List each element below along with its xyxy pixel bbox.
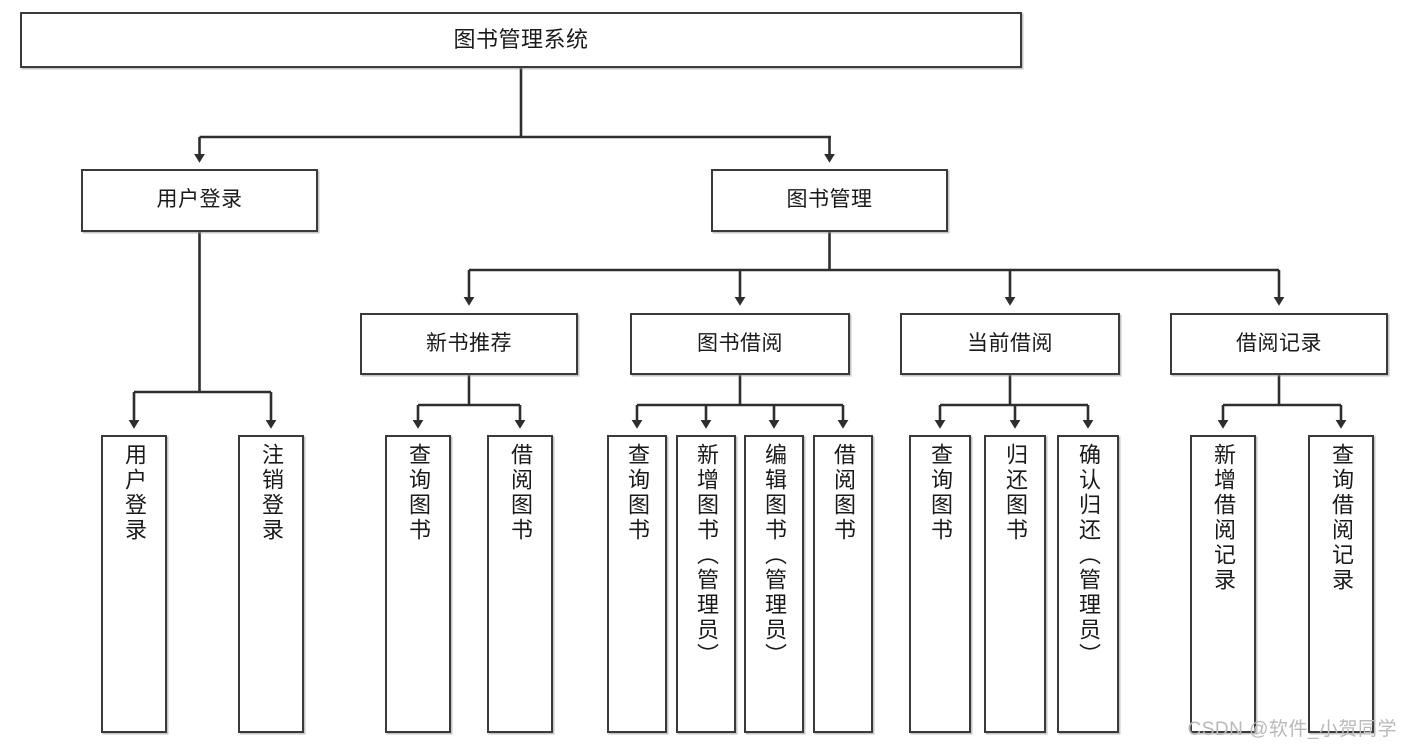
node-leaf-borrow-book-label: 借阅图书 xyxy=(831,443,856,543)
node-leaf-return-book[interactable]: 归还图书 xyxy=(984,435,1046,733)
node-leaf-return-book-label: 归还图书 xyxy=(1003,443,1028,543)
node-leaf-borrow-book-new[interactable]: 借阅图书 xyxy=(487,435,553,733)
node-leaf-user-login[interactable]: 用户登录 xyxy=(101,435,167,733)
node-root[interactable]: 图书管理系统 xyxy=(20,12,1022,68)
node-borrow-record-label: 借阅记录 xyxy=(1236,331,1322,355)
node-leaf-add-book-admin[interactable]: 新增图书（管理员） xyxy=(676,435,736,733)
node-leaf-confirm-return-admin-label: 确认归还（管理员） xyxy=(1076,443,1101,668)
node-leaf-add-borrow-record-label: 新增借阅记录 xyxy=(1211,443,1236,593)
node-leaf-confirm-return-admin[interactable]: 确认归还（管理员） xyxy=(1057,435,1119,733)
node-leaf-user-login-label: 用户登录 xyxy=(122,443,147,543)
node-leaf-query-borrow-record[interactable]: 查询借阅记录 xyxy=(1308,435,1374,733)
node-user-login[interactable]: 用户登录 xyxy=(81,169,318,232)
node-current-borrow[interactable]: 当前借阅 xyxy=(900,313,1120,375)
node-leaf-add-book-admin-label: 新增图书（管理员） xyxy=(694,443,719,668)
node-leaf-query-book-new[interactable]: 查询图书 xyxy=(385,435,451,733)
node-leaf-query-book-borrow-label: 查询图书 xyxy=(625,443,650,543)
node-leaf-borrow-book-new-label: 借阅图书 xyxy=(508,443,533,543)
node-leaf-query-book-current-label: 查询图书 xyxy=(928,443,953,543)
node-borrow-record[interactable]: 借阅记录 xyxy=(1170,313,1388,375)
node-book-management-label: 图书管理 xyxy=(786,188,873,212)
node-root-label: 图书管理系统 xyxy=(453,27,589,53)
node-new-book-recommend-label: 新书推荐 xyxy=(426,331,512,355)
node-book-management[interactable]: 图书管理 xyxy=(711,169,948,232)
node-book-borrow-label: 图书借阅 xyxy=(697,331,783,355)
node-leaf-add-borrow-record[interactable]: 新增借阅记录 xyxy=(1190,435,1256,733)
node-new-book-recommend[interactable]: 新书推荐 xyxy=(360,313,578,375)
node-leaf-user-logout-label: 注销登录 xyxy=(259,443,284,543)
node-leaf-edit-book-admin[interactable]: 编辑图书（管理员） xyxy=(744,435,804,733)
node-leaf-query-book-new-label: 查询图书 xyxy=(406,443,431,543)
node-current-borrow-label: 当前借阅 xyxy=(967,331,1053,355)
node-leaf-borrow-book[interactable]: 借阅图书 xyxy=(813,435,873,733)
node-leaf-user-logout[interactable]: 注销登录 xyxy=(238,435,304,733)
node-leaf-edit-book-admin-label: 编辑图书（管理员） xyxy=(762,443,787,668)
watermark: CSDN @软件_小贺同学 xyxy=(1187,719,1397,740)
node-user-login-label: 用户登录 xyxy=(156,188,243,212)
node-book-borrow[interactable]: 图书借阅 xyxy=(630,313,850,375)
node-leaf-query-borrow-record-label: 查询借阅记录 xyxy=(1329,443,1354,593)
node-leaf-query-book-borrow[interactable]: 查询图书 xyxy=(607,435,667,733)
node-leaf-query-book-current[interactable]: 查询图书 xyxy=(909,435,971,733)
